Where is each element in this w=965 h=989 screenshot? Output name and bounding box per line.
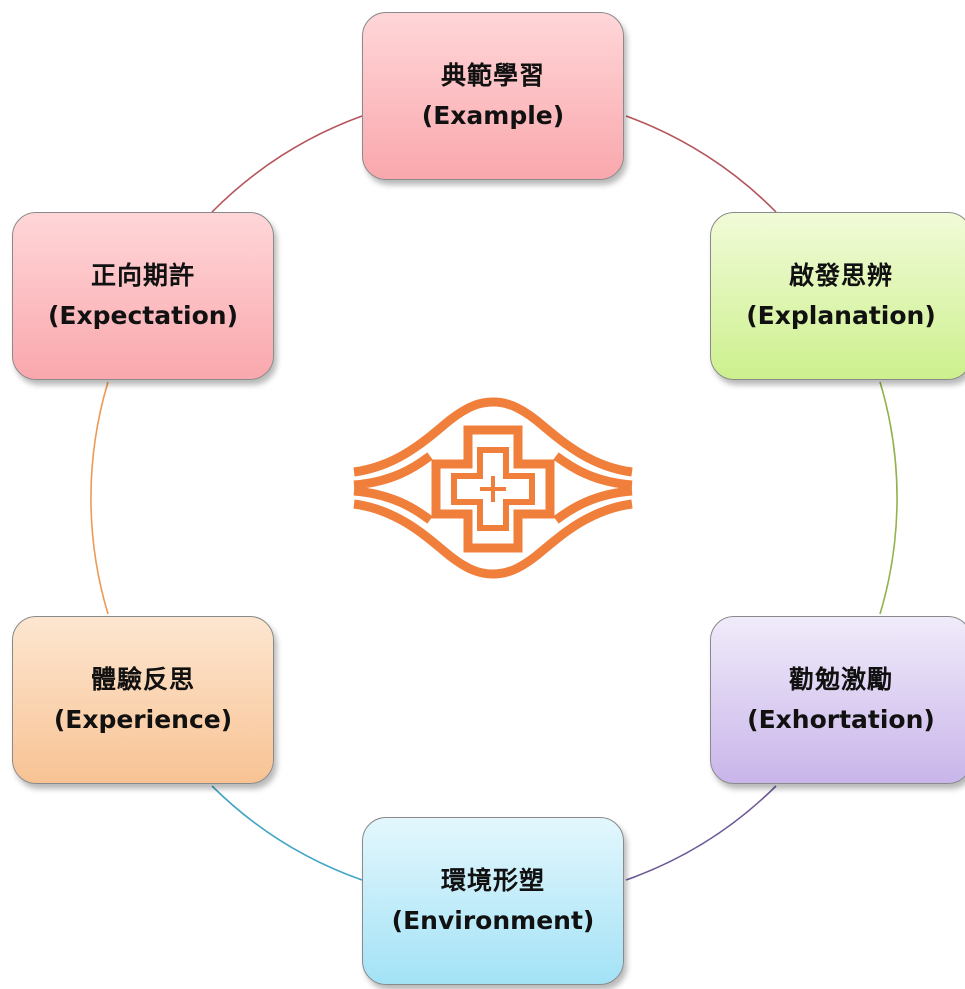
logo-cross-outline xyxy=(431,425,555,553)
logo-upper-inner-line-right xyxy=(553,452,633,490)
ring-arc-exhortation-environment xyxy=(625,785,777,881)
node-environment-en-label: (Environment) xyxy=(391,906,595,935)
node-experience-zh-label: 體驗反思 xyxy=(90,665,195,694)
node-explanation-zh-label: 啟發思辨 xyxy=(788,261,893,290)
node-experience: 體驗反思 (Experience) xyxy=(12,616,274,784)
node-expectation-zh-label: 正向期許 xyxy=(90,261,195,290)
ring-arc-experience-expectation xyxy=(90,381,109,615)
logo-upper-curve xyxy=(353,397,633,477)
logo-lower-curve xyxy=(353,499,633,579)
cross-eye-logo-icon xyxy=(353,397,633,579)
node-exhortation-zh-label: 勸勉激勵 xyxy=(788,665,893,694)
node-exhortation-en-label: (Exhortation) xyxy=(747,705,935,734)
logo-lower-inner-line-right xyxy=(553,486,633,524)
node-example-en-label: (Example) xyxy=(421,101,565,130)
node-explanation: 啟發思辨 (Explanation) xyxy=(710,212,965,380)
ring-arc-expectation-example xyxy=(211,115,363,213)
logo-center-plus xyxy=(480,476,506,502)
node-environment-zh-label: 環境形塑 xyxy=(440,866,545,895)
ring-arc-environment-experience xyxy=(211,785,363,881)
node-example-zh-label: 典範學習 xyxy=(440,61,545,90)
logo-upper-inner-line xyxy=(353,452,433,490)
logo-lower-inner-line xyxy=(353,486,433,524)
node-exhortation: 勸勉激勵 (Exhortation) xyxy=(710,616,965,784)
ring-arc-example-explanation xyxy=(625,115,777,213)
logo-cross-inner xyxy=(451,447,535,531)
node-experience-en-label: (Experience) xyxy=(53,705,233,734)
ring-arc-explanation-exhortation xyxy=(879,381,898,615)
node-expectation-en-label: (Expectation) xyxy=(47,301,239,330)
node-explanation-en-label: (Explanation) xyxy=(746,301,936,330)
node-environment: 環境形塑 (Environment) xyxy=(362,817,624,985)
node-expectation: 正向期許 (Expectation) xyxy=(12,212,274,380)
node-example: 典範學習 (Example) xyxy=(362,12,624,180)
